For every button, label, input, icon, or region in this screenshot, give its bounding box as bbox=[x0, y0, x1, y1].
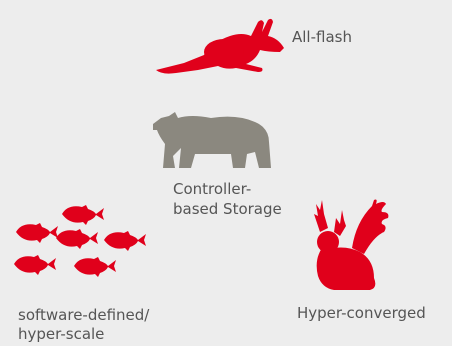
bear-icon bbox=[153, 112, 271, 168]
controller-based-label-line1: Controller- bbox=[173, 180, 252, 198]
software-defined-label-line2: hyper-scale bbox=[18, 325, 105, 343]
fish-school-icon bbox=[14, 205, 146, 277]
winged-jackalope-icon bbox=[314, 199, 389, 290]
rabbit-icon bbox=[156, 18, 284, 74]
controller-based-label-line2: based Storage bbox=[173, 200, 282, 218]
software-defined-label-line1: software-defined/ bbox=[18, 306, 150, 324]
all-flash-label: All-flash bbox=[292, 28, 352, 46]
hyper-converged-label: Hyper-converged bbox=[297, 304, 426, 322]
